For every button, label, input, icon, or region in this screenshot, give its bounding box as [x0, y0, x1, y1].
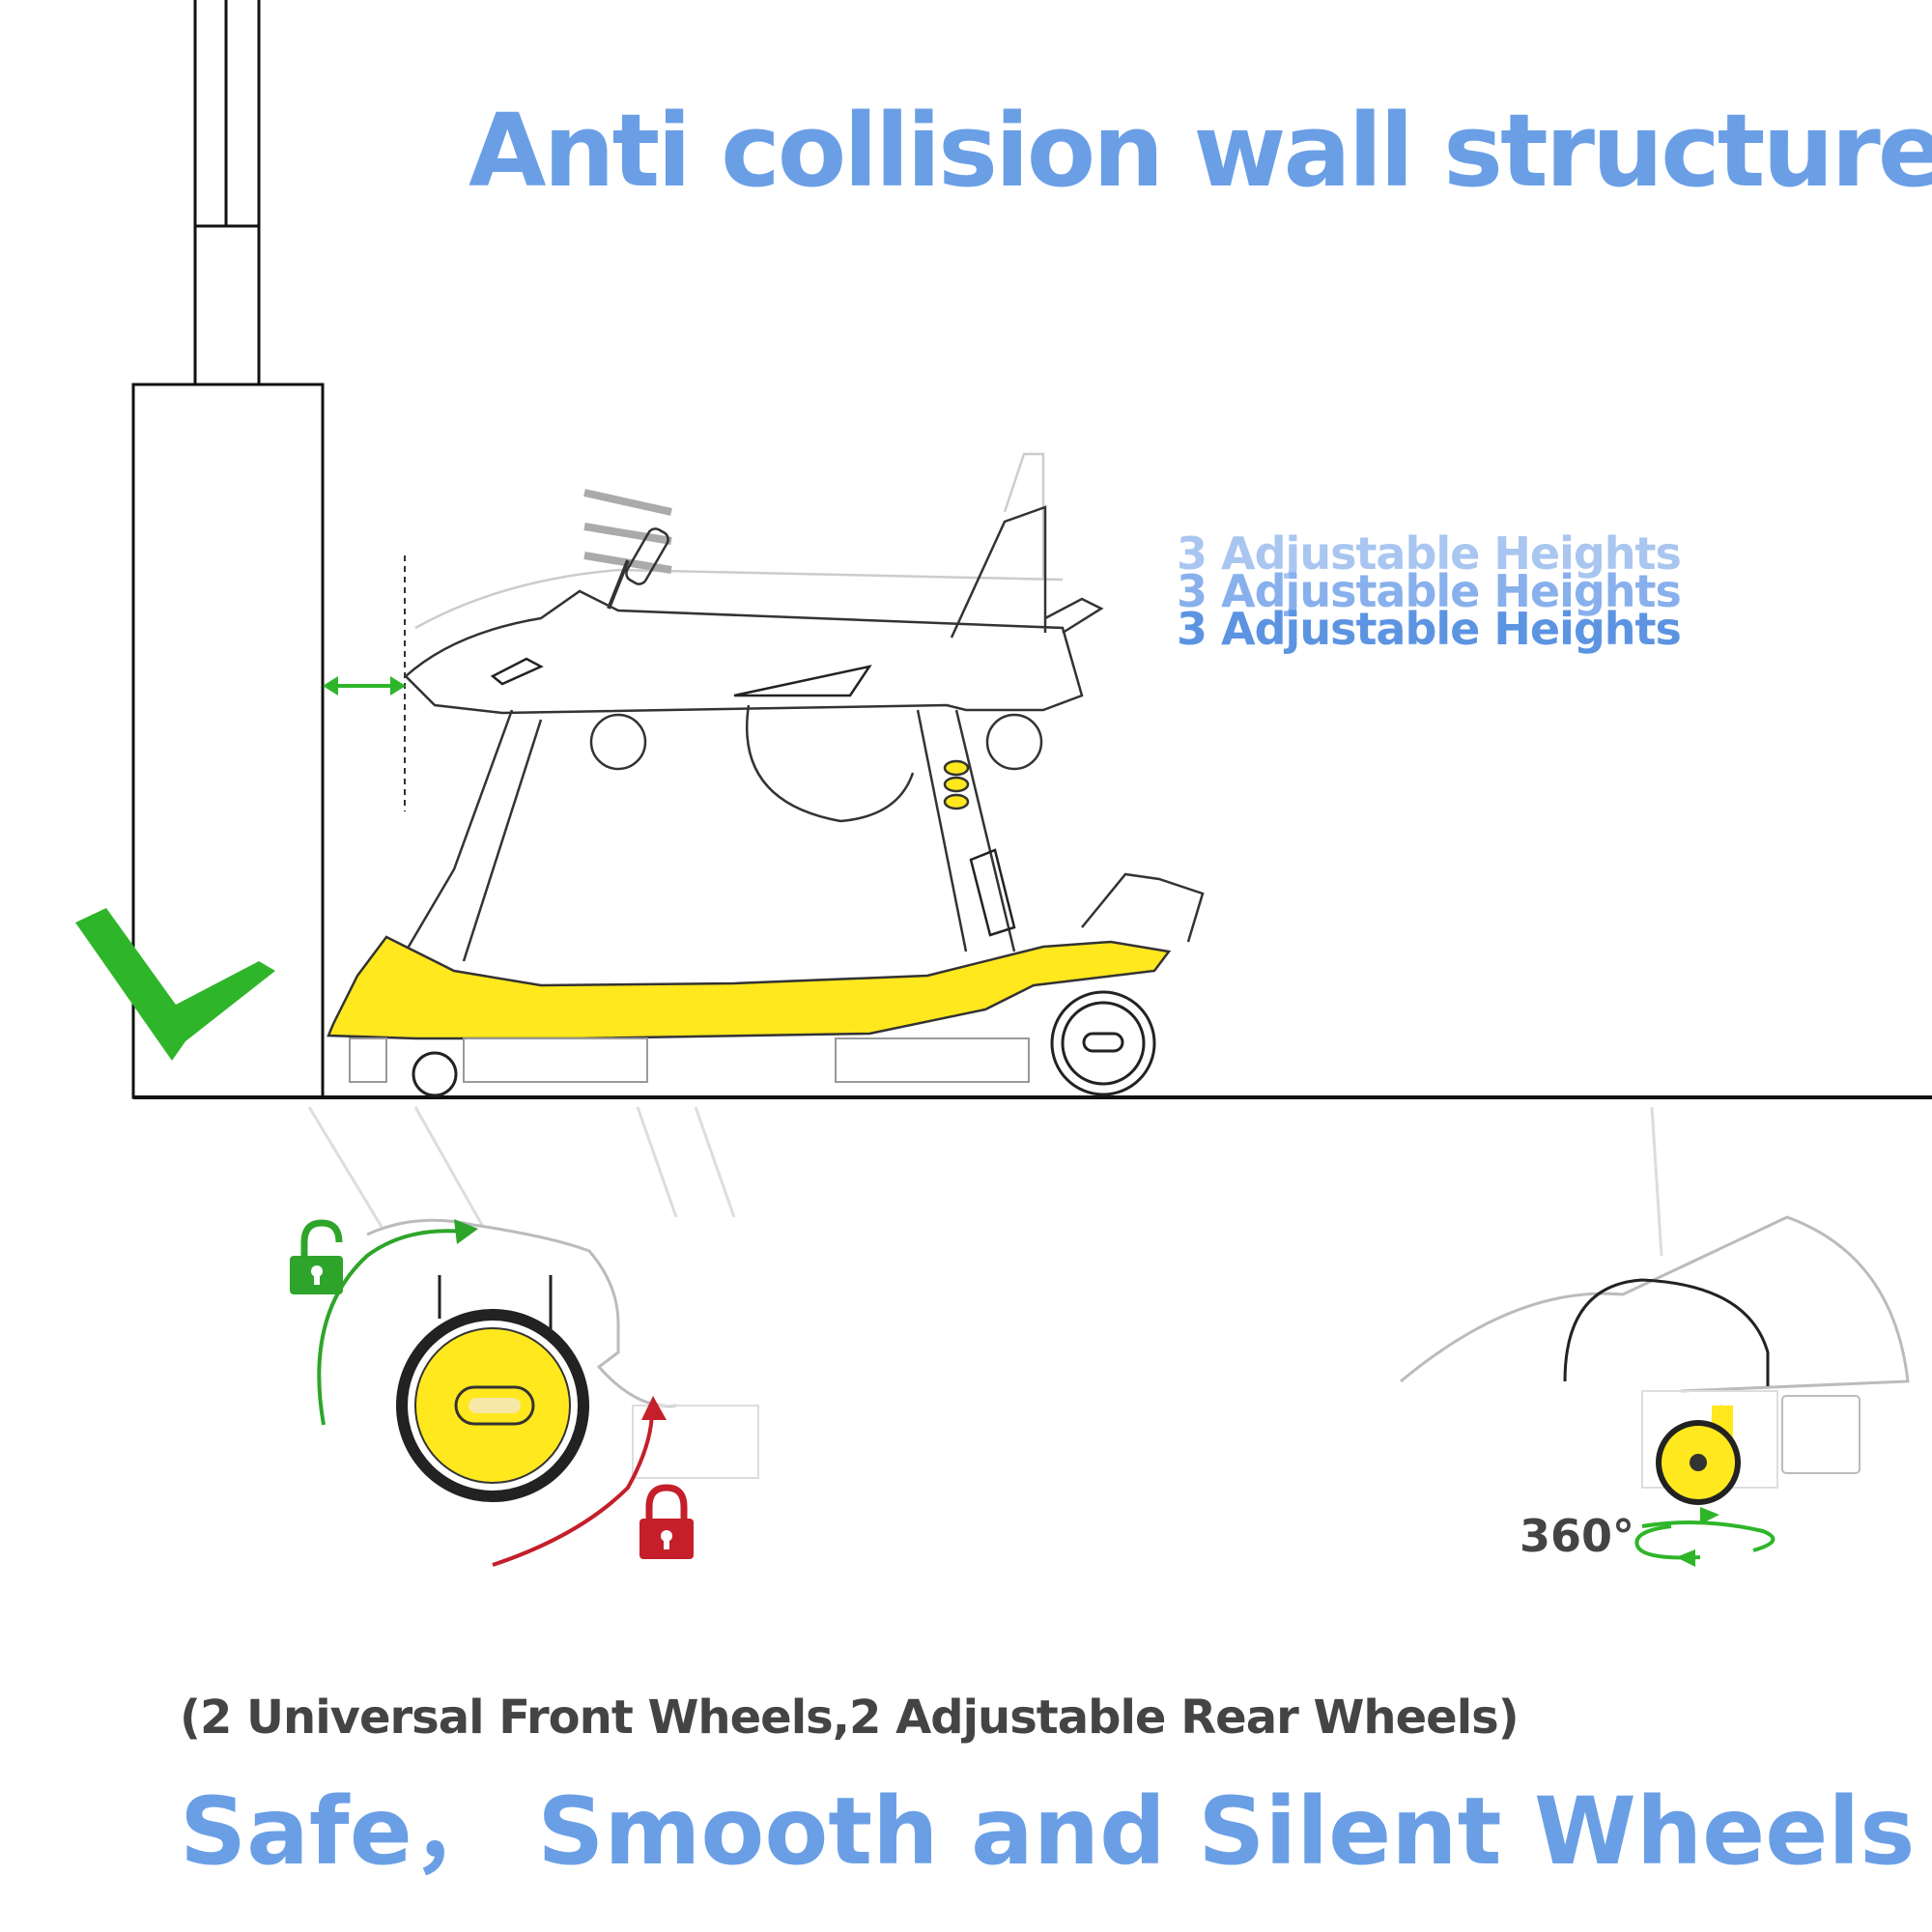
heights-label-ghost-2: 3 Adjustable Heights [1177, 565, 1682, 617]
reflection [307, 1106, 1663, 1257]
base-bottom [349, 1037, 1030, 1083]
rotation-label: 360° [1520, 1510, 1635, 1562]
lock-arrow-head [641, 1396, 667, 1420]
heights-label-ghost-1: 3 Adjustable Heights [1177, 527, 1682, 580]
front-wheel-closeup [1400, 1215, 1910, 1505]
rotate-360-icon [1634, 1507, 1776, 1567]
unlock-arrow [317, 1229, 465, 1426]
wheels-title: Safe， Smooth and Silent Wheels [180, 1777, 1916, 1886]
rear-wheel-closeup [366, 1218, 759, 1502]
heights-label: 3 Adjustable Heights [1177, 603, 1682, 655]
walker [404, 452, 1205, 962]
unlock-icon [290, 1219, 343, 1294]
unlock-arrow-head [454, 1219, 478, 1244]
wall [131, 0, 325, 1099]
walker-base [327, 935, 1172, 1040]
base-wheels [412, 990, 1156, 1097]
page-title: Anti collision wall structure [469, 92, 1932, 210]
lock-icon [639, 1484, 694, 1559]
check-icon [75, 908, 275, 1061]
gap-arrow [323, 555, 406, 811]
lock-arrow [492, 1409, 654, 1567]
wheels-subtitle: (2 Universal Front Wheels,2 Adjustable R… [180, 1690, 1520, 1745]
